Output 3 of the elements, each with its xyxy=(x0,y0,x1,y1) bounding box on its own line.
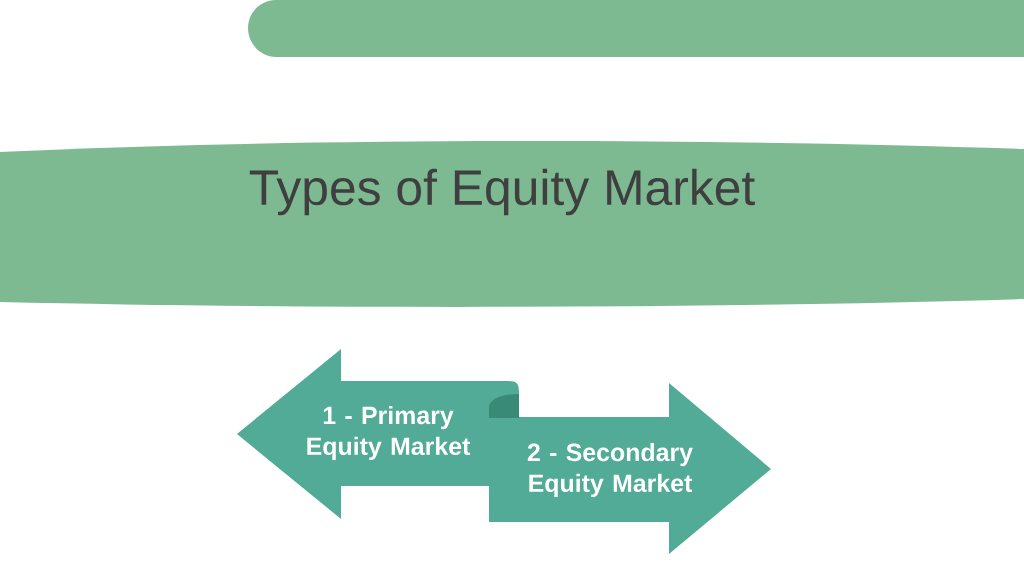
node-label: 1 - Primary Equity Market xyxy=(307,405,471,461)
title: Types of Equity Market xyxy=(249,168,755,216)
node-label: 2 - Secondary Equity Market xyxy=(527,442,693,498)
